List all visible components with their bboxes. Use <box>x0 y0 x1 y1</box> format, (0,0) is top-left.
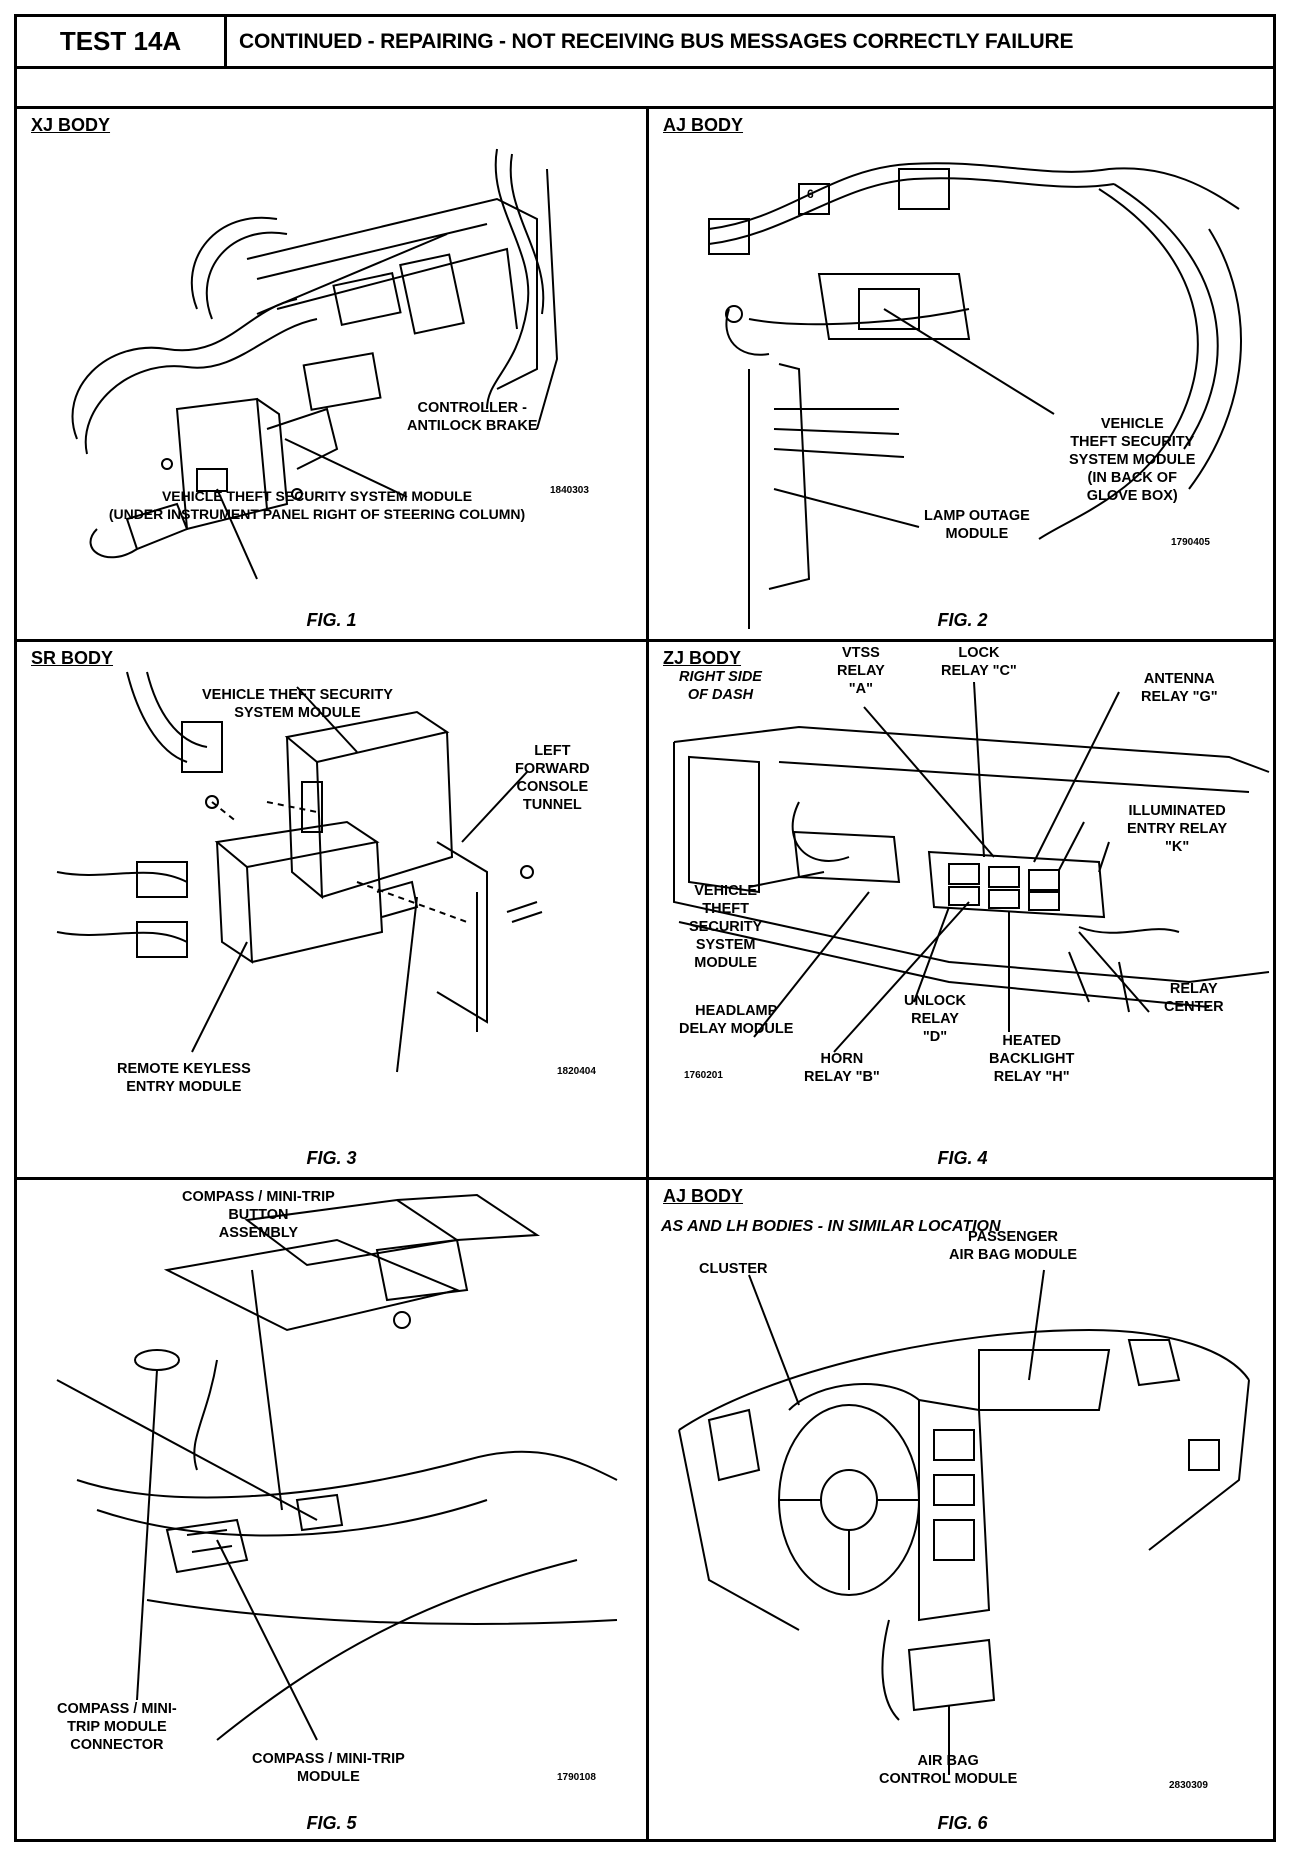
compass-mini-trip-illustration <box>17 1180 646 1842</box>
label-vtss-module: VEHICLE THEFT SECURITY SYSTEM MODULE(UND… <box>108 488 526 522</box>
label-cluster: CLUSTER <box>699 1261 768 1277</box>
row-divider-2 <box>17 1177 1273 1180</box>
panel-fig-2: AJ BODY <box>649 109 1276 639</box>
aj-body-illustration <box>649 109 1276 639</box>
figure-caption: FIG. 5 <box>306 1813 357 1833</box>
panel-title: ZJ BODY <box>663 648 742 668</box>
panel-fig-6: AJ BODY AS AND LH BODIES - IN SIMILAR LO… <box>649 1180 1276 1842</box>
panel-title: XJ BODY <box>31 115 111 135</box>
figure-code: 1790108 <box>557 1772 596 1783</box>
figure-caption: FIG. 4 <box>937 1148 988 1168</box>
header: TEST 14A CONTINUED - REPAIRING - NOT REC… <box>17 17 1273 69</box>
figure-caption: FIG. 2 <box>937 610 988 630</box>
label-controller-antilock-brake: CONTROLLER -ANTILOCK BRAKE <box>407 400 538 434</box>
figure-code: 2830309 <box>1169 1780 1208 1791</box>
figure-code: 1840303 <box>550 485 589 496</box>
panel-title: SR BODY <box>31 648 114 668</box>
zj-body-illustration <box>649 642 1276 1177</box>
figure-caption: FIG. 6 <box>937 1813 988 1833</box>
figure-code: 1820404 <box>557 1066 596 1077</box>
panel-fig-3: SR BODY <box>17 642 646 1177</box>
page-title: CONTINUED - REPAIRING - NOT RECEIVING BU… <box>239 29 1074 53</box>
label-small-6: 6 <box>807 187 814 201</box>
figure-code: 1790405 <box>1171 537 1210 548</box>
figure-code: 1760201 <box>684 1070 723 1081</box>
row-divider-1 <box>17 639 1273 642</box>
column-divider <box>646 109 649 1842</box>
panel-title: AJ BODY <box>663 1186 744 1206</box>
panel-fig-1: XJ BODY <box>17 109 646 639</box>
diagram-sheet: TEST 14A CONTINUED - REPAIRING - NOT REC… <box>14 14 1276 1842</box>
xj-body-illustration <box>17 109 646 639</box>
aj-airbag-illustration <box>649 1180 1276 1842</box>
figure-caption: FIG. 3 <box>306 1148 357 1168</box>
figure-caption: FIG. 1 <box>306 610 357 630</box>
header-band <box>17 69 1273 109</box>
panel-title: AJ BODY <box>663 115 744 135</box>
subtitle-similar-location: AS AND LH BODIES - IN SIMILAR LOCATION <box>661 1218 1001 1235</box>
sr-body-illustration <box>17 642 646 1177</box>
test-label: TEST 14A <box>17 17 227 66</box>
